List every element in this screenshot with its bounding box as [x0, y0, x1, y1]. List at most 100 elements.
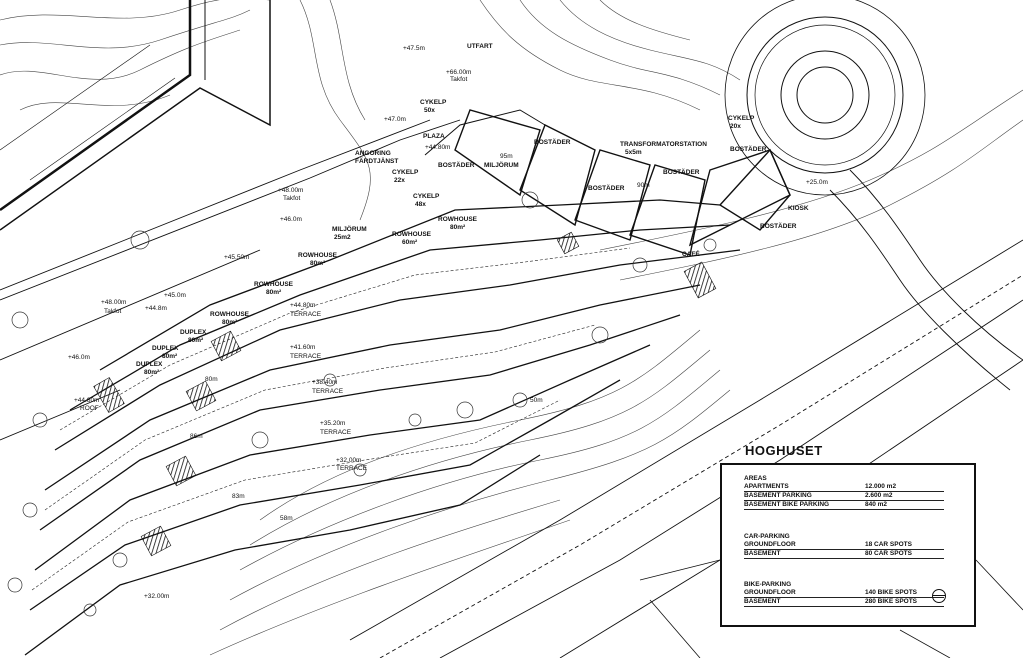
legend-row-label: GROUNDFLOOR — [744, 541, 796, 548]
label-dim-58m: 58m — [280, 515, 293, 522]
existing-building — [0, 0, 271, 231]
label-dim-90m: 90m — [637, 182, 650, 189]
legend-row-value: 280 BIKE SPOTS — [865, 598, 918, 605]
label-takfot-3: Takfot — [104, 308, 122, 315]
label-takfot-1: Takfot — [450, 76, 468, 83]
legend-row-label: BASEMENT — [744, 598, 781, 605]
label-bostader-5: BOSTÄDER — [730, 145, 767, 153]
legend-row: BASEMENT 280 BIKE SPOTS — [744, 598, 944, 607]
label-cykelp-48: CYKELP — [413, 193, 440, 200]
level-44-80: +44.80m — [425, 144, 450, 151]
label-dim-86m: 86m — [190, 433, 203, 440]
label-cykelp-20: CYKELP — [728, 115, 755, 122]
legend-row: BASEMENT 80 CAR SPOTS — [744, 550, 944, 559]
label-rowhouse-4-area: 80m² — [266, 289, 282, 296]
legend-row-value: 12.000 m2 — [865, 483, 897, 490]
label-dim-50m: 50m — [530, 397, 543, 404]
plan-labels: UTFART PLAZA ANGORING FÄRDTJÄNST BOSTÄDE… — [80, 43, 809, 522]
label-rowhouse-2-area: 60m² — [402, 239, 418, 246]
legend-section-areas-heading: AREAS — [744, 475, 767, 482]
label-rowhouse-1: ROWHOUSE — [438, 216, 478, 223]
label-rowhouse-5-area: 80m² — [222, 319, 238, 326]
label-bostader-1: BOSTÄDER — [438, 161, 475, 169]
label-terrace-3: TERRACE — [312, 388, 344, 395]
label-cykelp-20-count: 20x — [730, 123, 741, 130]
label-terrace-4: TERRACE — [320, 429, 352, 436]
label-takfot-2: Takfot — [283, 195, 301, 202]
roads — [0, 119, 1023, 658]
label-duplex-3: DUPLEX — [136, 361, 163, 368]
level-47-0: +47.0m — [384, 116, 406, 123]
label-bostader-3: BOSTÄDER — [588, 184, 625, 192]
level-38-40: +38.40m — [312, 379, 337, 386]
label-cykelp-50: CYKELP — [420, 99, 447, 106]
legend-row-label: APARTMENTS — [744, 483, 789, 490]
roundabout-parking — [724, 0, 926, 196]
legend-row: APARTMENTS 12.000 m2 — [744, 483, 944, 492]
level-66-00: +66.00m — [446, 69, 471, 76]
level-46-0: +46.0m — [280, 216, 302, 223]
label-duplex-1: DUPLEX — [180, 329, 207, 336]
legend-row-label: BASEMENT — [744, 550, 781, 557]
legend-row: GROUNDFLOOR 140 BIKE SPOTS — [744, 589, 944, 598]
terraced-housing — [24, 199, 741, 656]
label-transformator-size: 5x5m — [625, 149, 642, 156]
level-48-00-b: +48.00m — [101, 299, 126, 306]
level-32-00: +32.00m — [336, 457, 361, 464]
label-angoring: ANGORING — [355, 150, 391, 157]
level-35-20: +35.20m — [320, 420, 345, 427]
label-miljorum-2: MILJÖRUM — [332, 224, 367, 233]
legend-row-label: BASEMENT BIKE PARKING — [744, 501, 830, 508]
level-41-60: +41.60m — [290, 344, 315, 351]
label-transformatorstation: TRANSFORMATORSTATION — [620, 141, 707, 148]
lower-right-linework — [639, 559, 1023, 658]
legend-row: BASEMENT PARKING 2.600 m2 — [744, 492, 944, 501]
level-32-00-b: +32.00m — [144, 593, 169, 600]
label-rowhouse-2: ROWHOUSE — [392, 231, 432, 238]
label-rowhouse-1-area: 80m² — [450, 224, 466, 231]
legend-row-value: 80 CAR SPOTS — [865, 550, 912, 557]
label-terrace-1: TERRACE — [290, 311, 322, 318]
label-rowhouse-4: ROWHOUSE — [254, 281, 294, 288]
legend-row-label: GROUNDFLOOR — [744, 589, 796, 596]
legend-title: HOGHUSET — [745, 443, 823, 458]
label-bostader-2: BOSTÄDER — [534, 138, 571, 146]
label-duplex-3-area: 80m² — [144, 369, 160, 376]
level-25-0: +25.0m — [806, 179, 828, 186]
level-44-8: +44.8m — [145, 305, 167, 312]
trees — [7, 191, 717, 617]
label-cykelp-22-count: 22x — [394, 177, 405, 184]
label-kiosk: KIOSK — [788, 205, 809, 212]
legend-section-car-parking-heading: CAR-PARKING — [744, 533, 790, 540]
legend-row-value: 140 BIKE SPOTS — [865, 589, 918, 596]
label-rowhouse-3: ROWHOUSE — [298, 252, 338, 259]
label-roof: ROOF — [80, 405, 99, 412]
label-miljorum-area: 25m2 — [334, 234, 351, 241]
level-45-0: +45.0m — [164, 292, 186, 299]
apartment-blocks — [424, 109, 791, 256]
legend-row: GROUNDFLOOR 18 CAR SPOTS — [744, 541, 944, 550]
label-terrace-2: TERRACE — [290, 353, 322, 360]
legend-row-value: 18 CAR SPOTS — [865, 541, 912, 548]
label-cafe: CAFÉ — [682, 249, 700, 258]
label-terrace-5: TERRACE — [336, 465, 368, 472]
label-duplex-2: DUPLEX — [152, 345, 179, 352]
north-arrow-icon — [932, 589, 946, 603]
label-utfart: UTFART — [467, 43, 493, 50]
label-cykelp-50-count: 50x — [424, 107, 435, 114]
label-rowhouse-5: ROWHOUSE — [210, 311, 250, 318]
legend-section-bike-parking-heading: BIKE-PARKING — [744, 581, 792, 588]
label-cykelp-22: CYKELP — [392, 169, 419, 176]
label-duplex-2-area: 80m² — [162, 353, 178, 360]
label-dim-80m: 80m — [205, 376, 218, 383]
level-47-5: +47.5m — [403, 45, 425, 52]
label-bostader-6: BOSTÄDER — [760, 222, 797, 230]
legend-row-value: 840 m2 — [865, 501, 888, 508]
label-dim-95m: 95m — [500, 153, 513, 160]
level-44-80-c: +44.80m — [290, 302, 315, 309]
label-fardtjanst: FÄRDTJÄNST — [355, 157, 398, 165]
label-miljorum-1: MILJÖRUM — [484, 160, 519, 169]
label-plaza: PLAZA — [423, 133, 445, 140]
legend-row-label: BASEMENT PARKING — [744, 492, 812, 499]
